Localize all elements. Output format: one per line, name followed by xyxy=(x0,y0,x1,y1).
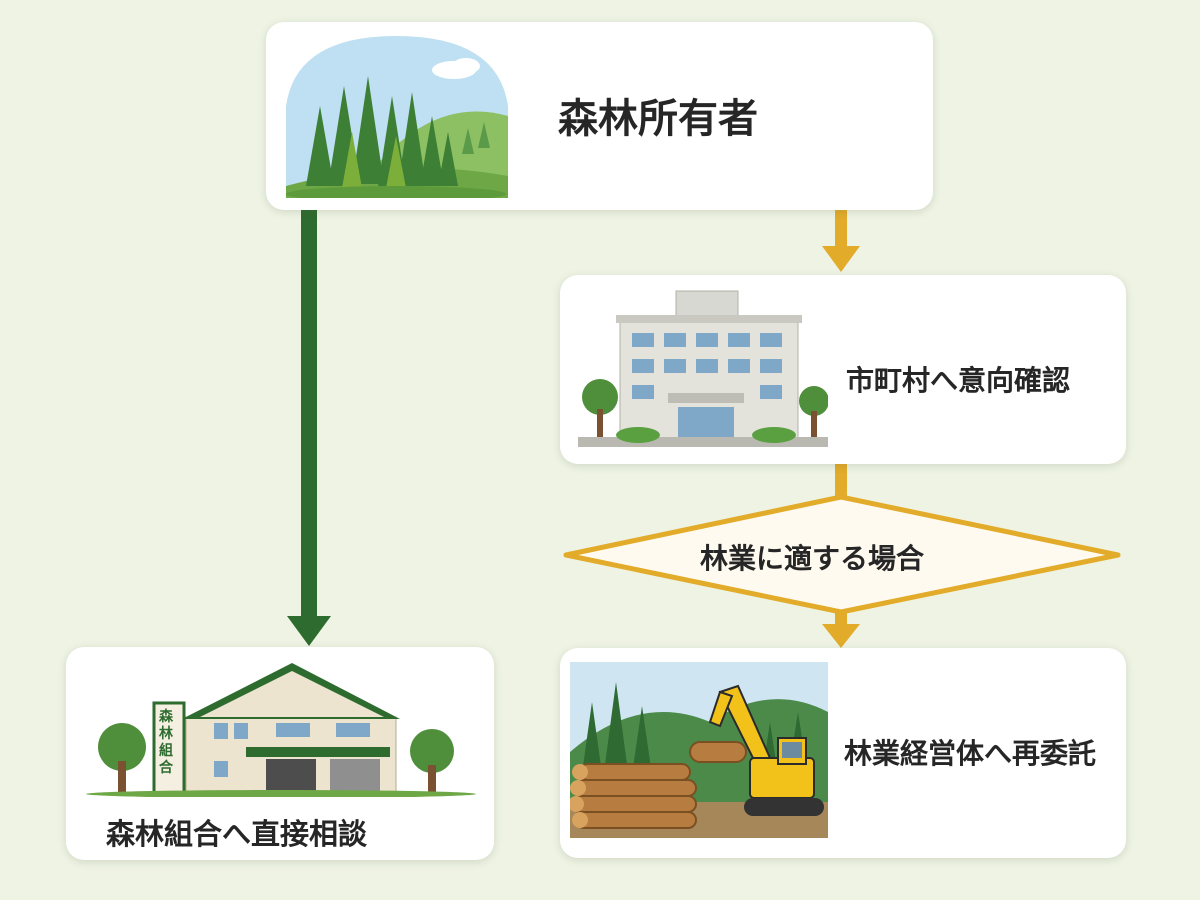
municipality-label: 市町村へ意向確認 xyxy=(846,364,1071,397)
cooperative-node: 森林組合 森林組合へ直接相談 xyxy=(66,647,494,860)
cooperative-sign-text: 森林組合 xyxy=(159,709,173,776)
forestry-operator-node: 林業経営体へ再委託 xyxy=(560,648,1126,858)
municipality-to-decision-line xyxy=(835,464,847,500)
cooperative-label: 森林組合へ直接相談 xyxy=(106,817,368,851)
excavator-logging-icon xyxy=(570,662,828,838)
owner-to-municipality-arrow xyxy=(822,210,860,272)
forest-icon xyxy=(286,36,508,198)
municipality-node: 市町村へ意向確認 xyxy=(560,275,1126,464)
direct-consult-arrow xyxy=(287,210,331,646)
decision-diamond xyxy=(563,494,1121,615)
forestry-operator-label: 林業経営体へ再委託 xyxy=(844,737,1097,770)
cooperative-building-icon xyxy=(86,663,476,797)
forest-owner-label: 森林所有者 xyxy=(558,96,758,142)
decision-to-operator-arrow xyxy=(822,612,860,648)
decision-label: 林業に適する場合 xyxy=(700,542,925,575)
forest-owner-node: 森林所有者 xyxy=(266,22,933,210)
municipal-building-icon xyxy=(578,290,828,447)
